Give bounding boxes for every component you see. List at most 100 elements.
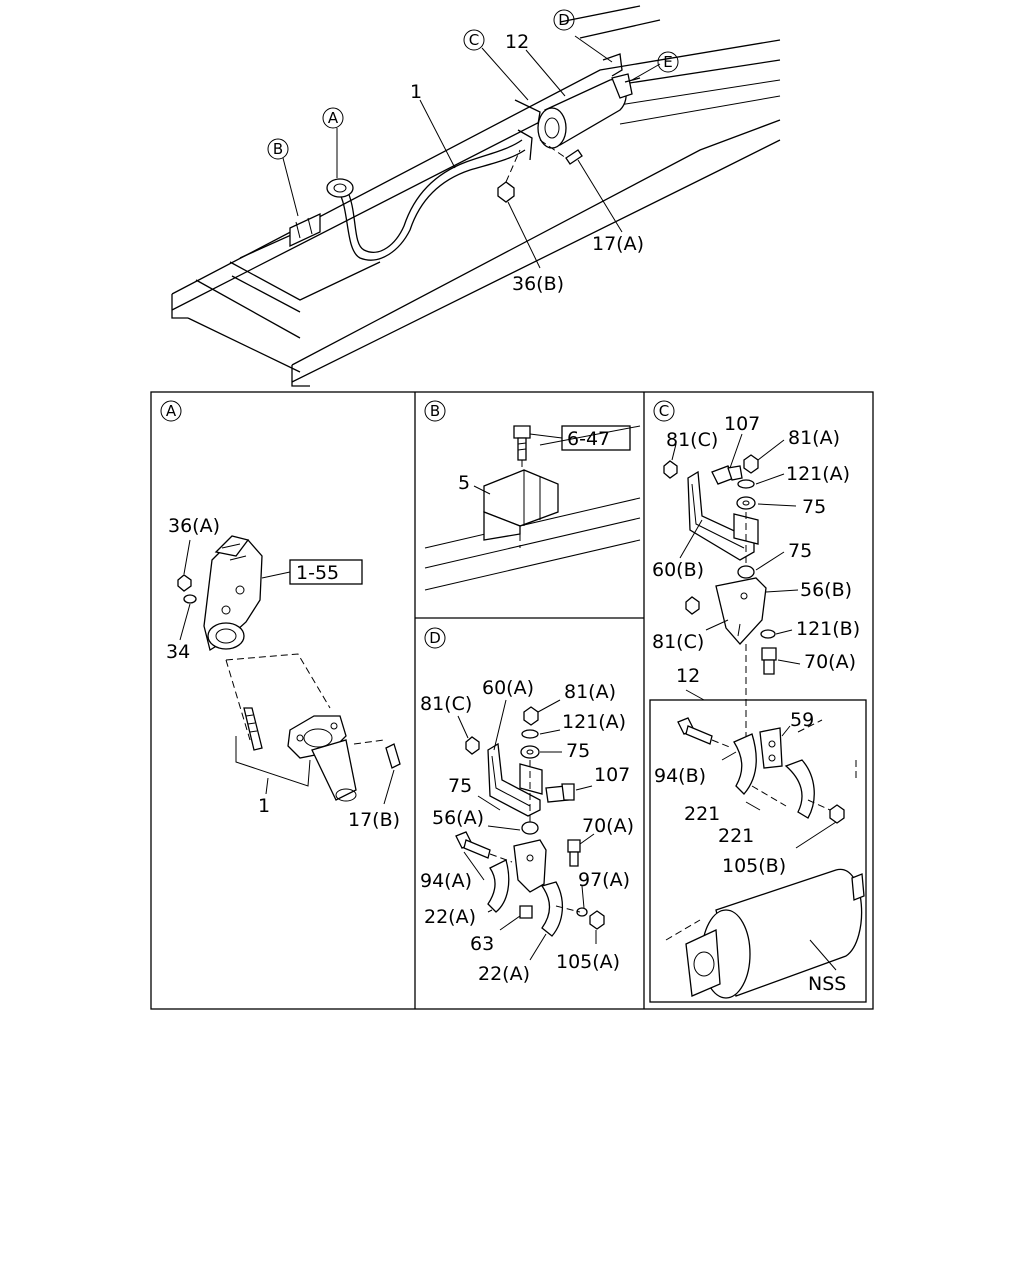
label-bolt-17a: 17(A) [592, 233, 644, 255]
panel-c: C [652, 400, 865, 999]
label-bolt-94a: 94(A) [420, 870, 472, 892]
nut-81a-d [523, 706, 539, 726]
clamp-59 [759, 727, 783, 769]
svg-text:C: C [469, 31, 479, 49]
label-silencer: 12 [505, 31, 529, 53]
label-bracket-60b: 60(B) [652, 559, 704, 581]
label-silencer-12: 12 [676, 665, 700, 687]
bracket-60a [487, 742, 543, 817]
label-bolt-70a-c: 70(A) [804, 651, 856, 673]
panel-b: B 6-47 5 [424, 400, 641, 591]
label-nss: NSS [808, 973, 846, 995]
flange-a [326, 178, 354, 198]
nut-81c-top [663, 460, 678, 479]
label-bolt-70a-d: 70(A) [582, 815, 634, 837]
bracket-5 [483, 469, 559, 541]
svg-text:C: C [659, 402, 669, 420]
panel-d: D [420, 627, 634, 985]
label-nut-105b: 105(B) [722, 855, 786, 877]
label-hanger-56b: 56(B) [800, 579, 852, 601]
marker-c: C [653, 400, 675, 422]
panel-frames [150, 391, 874, 1010]
marker-e-overview: E [657, 51, 679, 73]
label-nut-81c-d: 81(C) [420, 693, 472, 715]
washer-97a [576, 907, 588, 917]
exhaust-manifold [203, 535, 263, 652]
label-nut-36a: 36(A) [168, 515, 220, 537]
label-bolt-17b: 17(B) [348, 809, 400, 831]
stud-bolt [243, 707, 263, 751]
svg-text:A: A [166, 402, 177, 420]
label-rubber-75-mid: 75 [788, 540, 812, 562]
marker-a: A [160, 400, 182, 422]
label-clamp-22a-l: 22(A) [424, 906, 476, 928]
washer-121a-d [521, 729, 539, 739]
nut-81c-mid [685, 596, 700, 615]
washer-121b [760, 629, 776, 639]
ref-box-1-55-text: 1-55 [296, 562, 339, 584]
label-washer-121a-d: 121(A) [562, 711, 626, 733]
rubber-75-mid [737, 565, 755, 579]
label-nut-81a-d: 81(A) [564, 681, 616, 703]
svg-text:B: B [273, 140, 283, 158]
marker-c-overview: C [463, 29, 485, 51]
rubber-75-top [736, 496, 756, 510]
label-exhaust-pipe: 1 [410, 81, 422, 103]
label-rubber-75-r: 75 [566, 740, 590, 762]
exhaust-pipe [337, 149, 526, 261]
label-washer-97a: 97(A) [578, 869, 630, 891]
nut-36a [177, 574, 192, 592]
nut-81a-c [743, 454, 759, 474]
bolt-70a-c [761, 647, 777, 661]
bolt-70a-d [567, 839, 581, 853]
label-nut-81c-mid: 81(C) [652, 631, 704, 653]
washer-121a-c [737, 479, 755, 489]
front-pipe-flange [287, 715, 357, 802]
label-bolt-107-d: 107 [594, 764, 630, 786]
label-bolt-94b: 94(B) [654, 765, 706, 787]
clamp-221-a [733, 733, 757, 795]
label-nut-105a: 105(A) [556, 951, 620, 973]
label-clamp-22a-r: 22(A) [478, 963, 530, 985]
label-washer-34: 34 [166, 641, 190, 663]
silencer [537, 73, 641, 149]
hanger-56a [513, 839, 547, 893]
label-clamp-221-b: 221 [718, 825, 754, 847]
bolt-17b [385, 743, 401, 769]
label-bracket-60a: 60(A) [482, 677, 534, 699]
label-hanger-56a: 56(A) [432, 807, 484, 829]
label-washer-121a-c: 121(A) [786, 463, 850, 485]
rubber-75-r [520, 745, 540, 759]
clamp-22a-r [540, 881, 563, 937]
marker-b: B [424, 400, 446, 422]
label-clamp-221-a: 221 [684, 803, 720, 825]
marker-a-overview: A [322, 107, 344, 129]
washer-34 [183, 594, 197, 604]
label-bracket-5: 5 [458, 472, 470, 494]
label-nut-36b: 36(B) [512, 273, 564, 295]
overview-illustration: A B C D E 1 12 17(A) 36(B) [171, 5, 781, 387]
marker-d: D [424, 627, 446, 649]
label-rubber-75-top: 75 [802, 496, 826, 518]
ref-box-6-47-text: 6-47 [567, 428, 610, 450]
label-spacer-63: 63 [470, 933, 494, 955]
label-pipe-1: 1 [258, 795, 270, 817]
bracket-b [289, 212, 321, 248]
clamp-c [514, 99, 541, 161]
label-nut-81c-top: 81(C) [666, 429, 718, 451]
spacer-63 [519, 905, 533, 919]
label-clamp-59: 59 [790, 709, 814, 731]
nut-105a [589, 910, 605, 930]
hanger-56b [715, 577, 767, 645]
nut-36b [497, 181, 515, 203]
silencer-nss [665, 869, 865, 999]
nut-81c-d [465, 736, 480, 755]
label-bolt-107-c: 107 [724, 413, 760, 435]
clamp-22a-l [487, 859, 510, 913]
chassis-frame [171, 5, 781, 387]
svg-text:E: E [663, 53, 672, 71]
rubber-75-l [521, 821, 539, 835]
label-washer-121b: 121(B) [796, 618, 860, 640]
